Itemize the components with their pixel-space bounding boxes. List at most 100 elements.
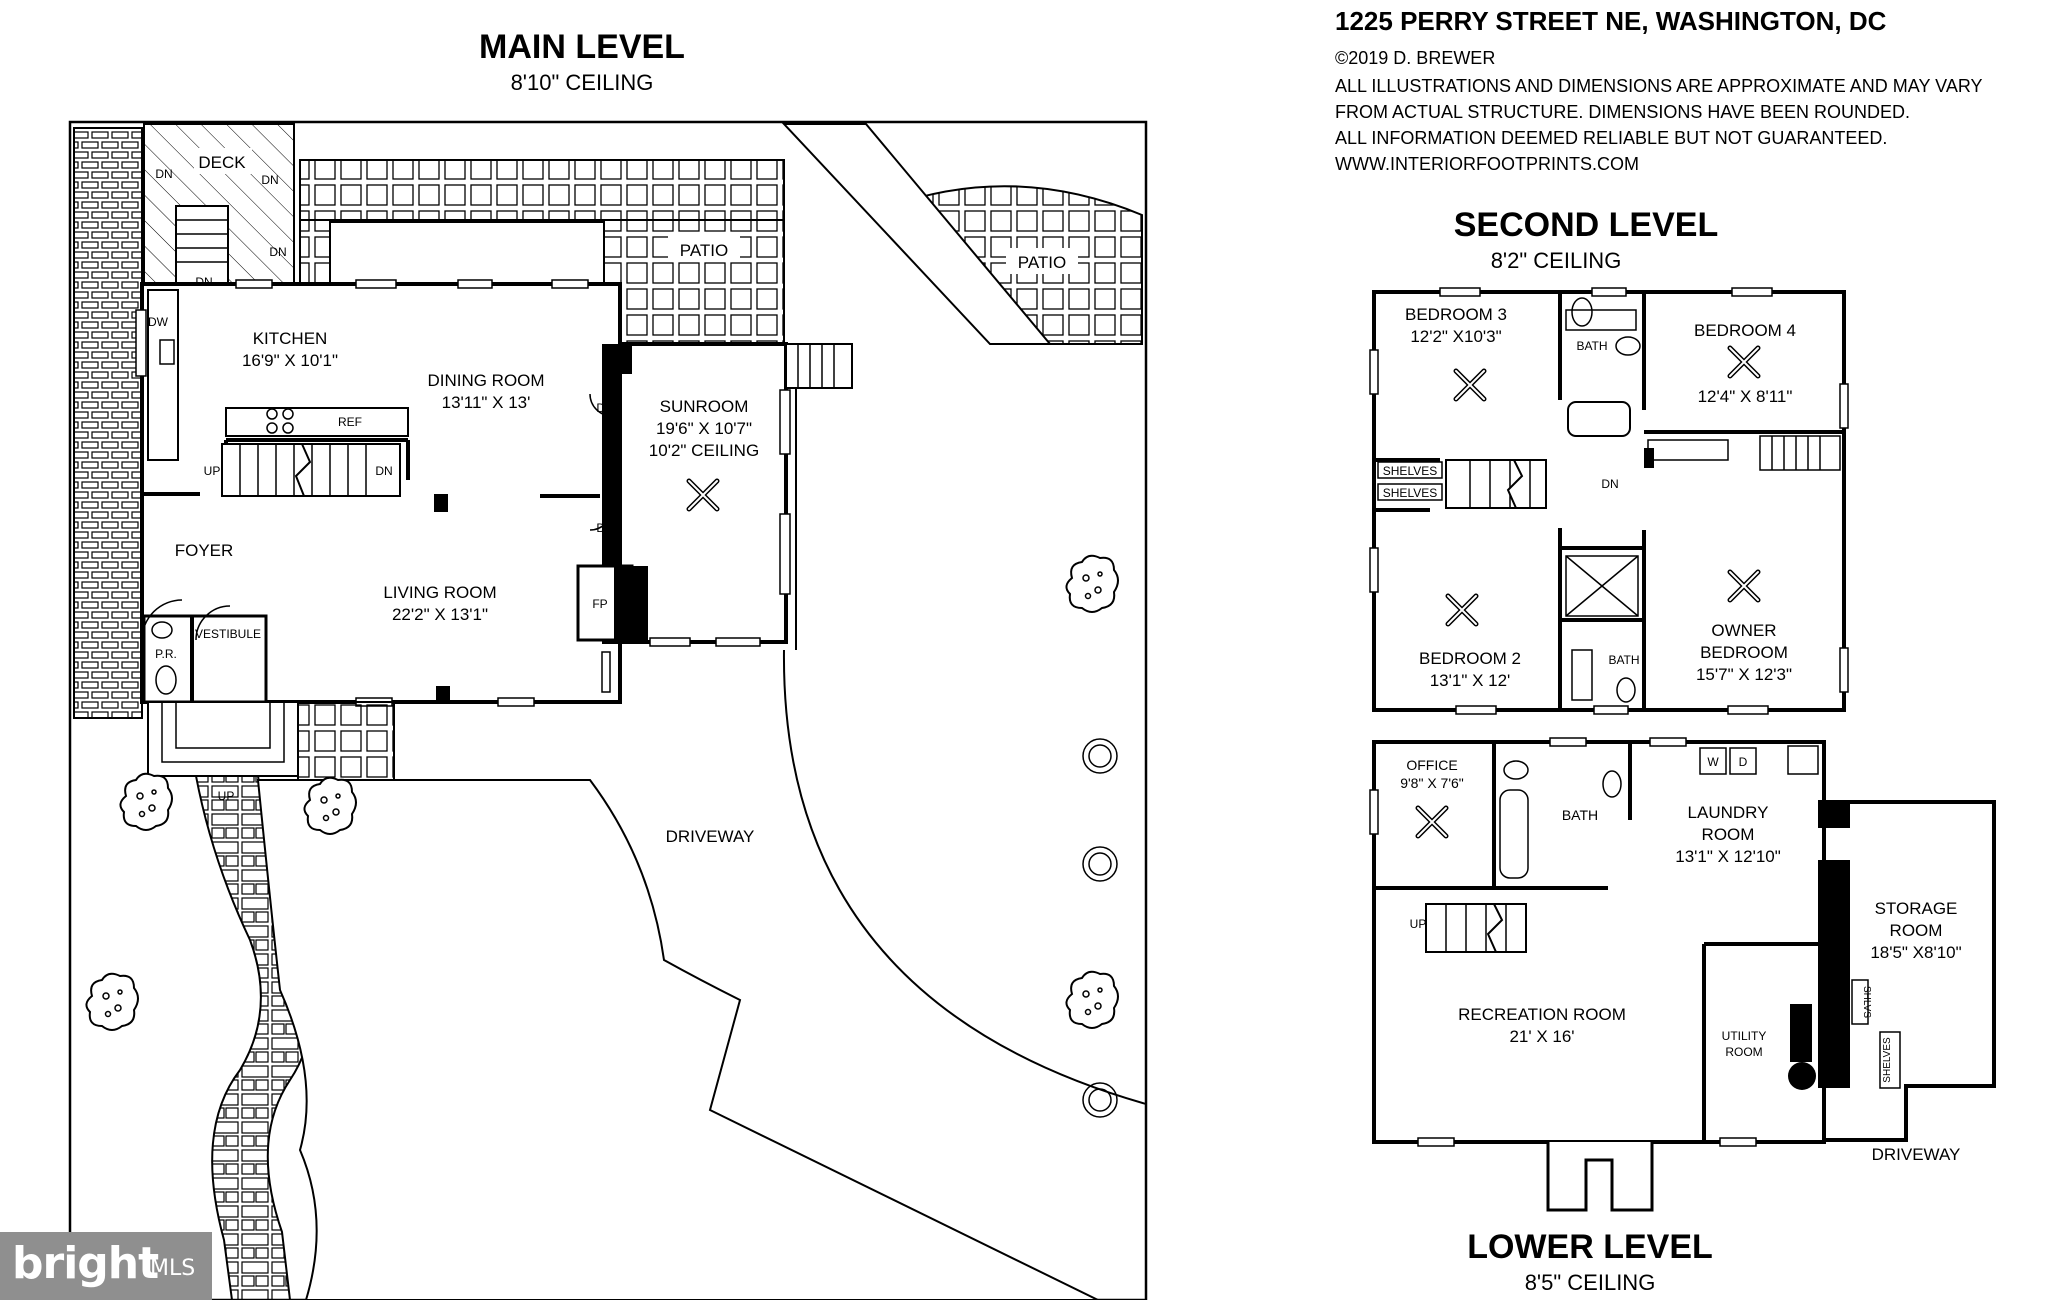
recreation-name: RECREATION ROOM (1458, 1005, 1626, 1024)
owner-bedroom-2: BEDROOM (1700, 643, 1788, 662)
sunroom-ceiling: 10'2" CEILING (649, 441, 759, 460)
dw-label: DW (148, 315, 169, 329)
laundry-name-1: LAUNDRY (1688, 803, 1769, 822)
kitchen-counter (147, 289, 409, 461)
office-dims: 9'8" X 7'6" (1400, 775, 1464, 791)
patio-left-top-tiles (299, 159, 785, 221)
utility-name-2: ROOM (1725, 1045, 1762, 1059)
copyright: ©2019 D. BREWER (1335, 48, 1495, 68)
sink-main (151, 621, 173, 639)
kitchen-dims: 16'9" X 10'1" (242, 351, 338, 370)
laundry-dims: 13'1" X 12'10" (1675, 847, 1781, 866)
storage-name-2: ROOM (1890, 921, 1943, 940)
tree-4 (303, 776, 357, 835)
disclaimer-3: ALL INFORMATION DEEMED RELIABLE BUT NOT … (1335, 128, 1887, 148)
main-level-ceiling: 8'10" CEILING (511, 70, 654, 95)
shlvs-label: SHLVS (1861, 986, 1872, 1018)
driveway-label: DRIVEWAY (666, 827, 755, 846)
address: 1225 PERRY STREET NE, WASHINGTON, DC (1335, 6, 1887, 36)
bright-mls-watermark: bright MLS (0, 1232, 212, 1300)
dryer-label: D (1739, 755, 1748, 769)
shelves-1: SHELVES (1383, 464, 1437, 478)
recreation-dims: 21' X 16' (1509, 1027, 1574, 1046)
fireplace-label: FP (592, 597, 607, 611)
tree-1 (1065, 554, 1119, 613)
driveway (256, 779, 1099, 1300)
sunroom-dn-label-1: DN (596, 401, 613, 415)
tree-5 (85, 972, 139, 1031)
utility-name-1: UTILITY (1722, 1029, 1767, 1043)
brick-wall (73, 127, 143, 719)
lower-bath-label: BATH (1562, 807, 1598, 823)
second-level-windows (1369, 287, 1849, 715)
patio-notch (329, 221, 605, 285)
deck-stairs (175, 205, 229, 285)
tree-2 (1065, 970, 1119, 1029)
website: WWW.INTERIORFOOTPRINTS.COM (1335, 154, 1639, 174)
deck-label-bg (194, 148, 252, 174)
patio-label-bg (668, 236, 740, 262)
deck-label: DECK (198, 153, 246, 172)
office-name: OFFICE (1406, 757, 1457, 773)
bedroom4-name: BEDROOM 4 (1694, 321, 1796, 340)
owner-bedroom-dims: 15'7" X 12'3" (1696, 665, 1792, 684)
ref-label: REF (338, 415, 362, 429)
bedroom3-name: BEDROOM 3 (1405, 305, 1507, 324)
lot-boundary (68, 120, 1148, 1300)
powder-room-label: P.R. (155, 647, 177, 661)
bedroom4-dims: 12'4" X 8'11" (1698, 387, 1793, 406)
stairs-up-label: UP (204, 464, 221, 478)
deck-dn-label: DN (155, 167, 172, 181)
lower-driveway-label: DRIVEWAY (1872, 1145, 1961, 1164)
vestibule-label: VESTIBULE (195, 627, 261, 641)
lower-level-ceiling: 8'5" CEILING (1525, 1270, 1656, 1295)
shrubs (1082, 738, 1118, 1118)
watermark-suffix: MLS (150, 1256, 196, 1281)
patio-left-label: PATIO (680, 241, 729, 260)
foyer-label: FOYER (175, 541, 234, 560)
sunroom-stairs (785, 343, 853, 389)
second-bath-label-2: BATH (1608, 653, 1639, 667)
owner-bedroom-1: OWNER (1711, 621, 1776, 640)
washer-label: W (1707, 755, 1719, 769)
patio-right-label: PATIO (1018, 253, 1067, 272)
driveway-curve (782, 649, 1147, 1105)
living-name: LIVING ROOM (383, 583, 496, 602)
lower-level-title: LOWER LEVEL (1467, 1228, 1713, 1266)
storage-name-1: STORAGE (1875, 899, 1958, 918)
deck-dn-label-4: DN (195, 275, 212, 289)
toilet-main (155, 665, 177, 695)
deck-dn-label-3: DN (269, 245, 286, 259)
door-swings (141, 393, 613, 641)
main-stairs (221, 443, 401, 497)
deck-dn-label-2: DN (261, 173, 278, 187)
lower-level-walls (1372, 740, 1996, 1212)
dining-dims: 13'11" X 13' (442, 393, 531, 412)
lower-level-windows (1369, 737, 1757, 1147)
sunroom-dn-label-2: DN (596, 521, 613, 535)
disclaimer-1: ALL ILLUSTRATIONS AND DIMENSIONS ARE APP… (1335, 76, 1983, 96)
living-dims: 22'2" X 13'1" (392, 605, 488, 624)
main-level-title: MAIN LEVEL (479, 28, 685, 66)
diagonal-walk (781, 123, 1053, 345)
shelves-2: SHELVES (1383, 486, 1437, 500)
second-bath-label-1: BATH (1576, 339, 1607, 353)
second-level-title: SECOND LEVEL (1454, 206, 1718, 244)
interior-walls (142, 438, 600, 704)
second-dn-label: DN (1601, 477, 1618, 491)
kitchen-name: KITCHEN (253, 329, 328, 348)
front-stoop (147, 701, 395, 781)
patio-right-label-bg (1006, 248, 1078, 274)
watermark-brand: bright (12, 1238, 159, 1289)
bedroom3-dims: 12'2" X10'3" (1410, 327, 1501, 346)
sunroom-dims: 19'6" X 10'7" (656, 419, 752, 438)
shelves-label-lower: SHELVES (1882, 1037, 1893, 1083)
tree-3 (119, 772, 173, 831)
second-level-ceiling: 8'2" CEILING (1491, 248, 1622, 273)
bedroom2-name: BEDROOM 2 (1419, 649, 1521, 668)
dining-name: DINING ROOM (427, 371, 544, 390)
stairs-dn-label: DN (375, 464, 392, 478)
sunroom-name: SUNROOM (660, 397, 749, 416)
second-level-walls (1372, 290, 1846, 712)
